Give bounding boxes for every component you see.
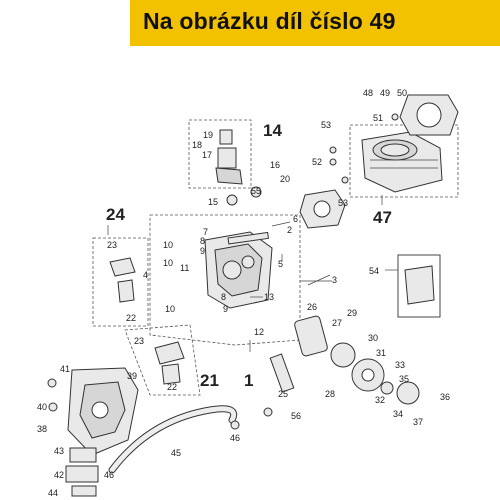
group-label-47: 47 [373, 208, 392, 227]
part-label: 40 [37, 402, 47, 412]
group-label-24: 24 [106, 205, 125, 224]
part-label: 56 [291, 411, 301, 421]
part-label: 12 [254, 327, 264, 337]
part-label: 22 [126, 313, 136, 323]
group-box-24 [92, 237, 149, 327]
group-label-21: 21 [200, 371, 219, 390]
piston-kit-54 [397, 254, 441, 318]
thermostat-part-14 [215, 129, 243, 185]
part-label: 15 [208, 197, 218, 207]
part-label: 22 [167, 382, 177, 392]
part-label: 41 [60, 364, 70, 374]
part-label: 11 [180, 263, 189, 273]
part-label: 3 [332, 275, 337, 285]
part-label: 29 [347, 308, 357, 318]
part-label: 26 [307, 302, 317, 312]
part-label: 13 [264, 292, 274, 302]
part-label: 16 [270, 160, 280, 170]
part-label: 8 [221, 292, 226, 302]
side-cover-39 [67, 367, 139, 456]
part-label: 9 [200, 246, 205, 256]
part-label: 17 [202, 150, 212, 160]
part-label: 28 [325, 389, 335, 399]
part-label: 32 [375, 395, 385, 405]
part-label: 10 [165, 304, 175, 314]
part-label: 48 [363, 88, 373, 98]
part-label: 33 [395, 360, 405, 370]
group-box-14 [188, 119, 252, 189]
page-title: Na obrázku díl číslo 49 [143, 8, 396, 34]
part-label: 20 [280, 174, 290, 184]
part-label: 35 [399, 374, 409, 384]
part-label: 54 [369, 266, 379, 276]
part-label: 34 [393, 409, 403, 419]
cylinder-gasket-2 [299, 189, 346, 229]
part-label: 51 [373, 113, 383, 123]
part-label: 36 [440, 392, 450, 402]
part-label: 5 [278, 259, 283, 269]
part-label: 55 [251, 186, 261, 196]
part-label: 42 [54, 470, 64, 480]
filter-parts [65, 447, 99, 497]
part-label: 46 [230, 433, 240, 443]
part-label: 50 [397, 88, 407, 98]
cylinder-head [204, 231, 273, 309]
part-label: 10 [163, 258, 173, 268]
part-label: 31 [376, 348, 386, 358]
part-label: 49 [380, 88, 390, 98]
part-label: 23 [107, 240, 117, 250]
head-gasket [399, 94, 459, 136]
part-label: 37 [413, 417, 423, 427]
part-label: 23 [134, 336, 144, 346]
group-label-1: 1 [244, 371, 253, 390]
part-label: 38 [37, 424, 47, 434]
part-label: 52 [312, 157, 322, 167]
part-label: 19 [203, 130, 213, 140]
bolts-and-fasteners [47, 113, 399, 430]
part-label: 7 [203, 227, 208, 237]
cylinder-block-47 [361, 131, 443, 193]
part-label: 27 [332, 318, 342, 328]
part-label: 39 [127, 371, 137, 381]
rocker-arm-21 [154, 341, 185, 385]
group-box-1 [149, 214, 301, 346]
group-box-21 [124, 324, 201, 396]
part-label: 10 [163, 240, 173, 250]
part-label: 2 [287, 225, 292, 235]
camshaft-sprocket [269, 315, 420, 405]
part-label: 18 [192, 140, 202, 150]
part-label: 53 [321, 120, 331, 130]
rocker-arm-24 [109, 257, 136, 303]
part-label: 25 [278, 389, 288, 399]
cam-chain-45 [108, 405, 238, 474]
part-label: 44 [48, 488, 58, 498]
part-label: 46 [104, 470, 114, 480]
part-label: 43 [54, 446, 64, 456]
part-label: 45 [171, 448, 181, 458]
part-label: 6 [293, 214, 298, 224]
group-label-14: 14 [263, 121, 282, 140]
part-label: 9 [223, 304, 228, 314]
leader-lines [107, 195, 398, 352]
part-label: 53 [338, 198, 348, 208]
part-label: 8 [200, 236, 205, 246]
title-banner [130, 0, 500, 46]
part-label: 4 [143, 270, 148, 280]
part-label: 30 [368, 333, 378, 343]
